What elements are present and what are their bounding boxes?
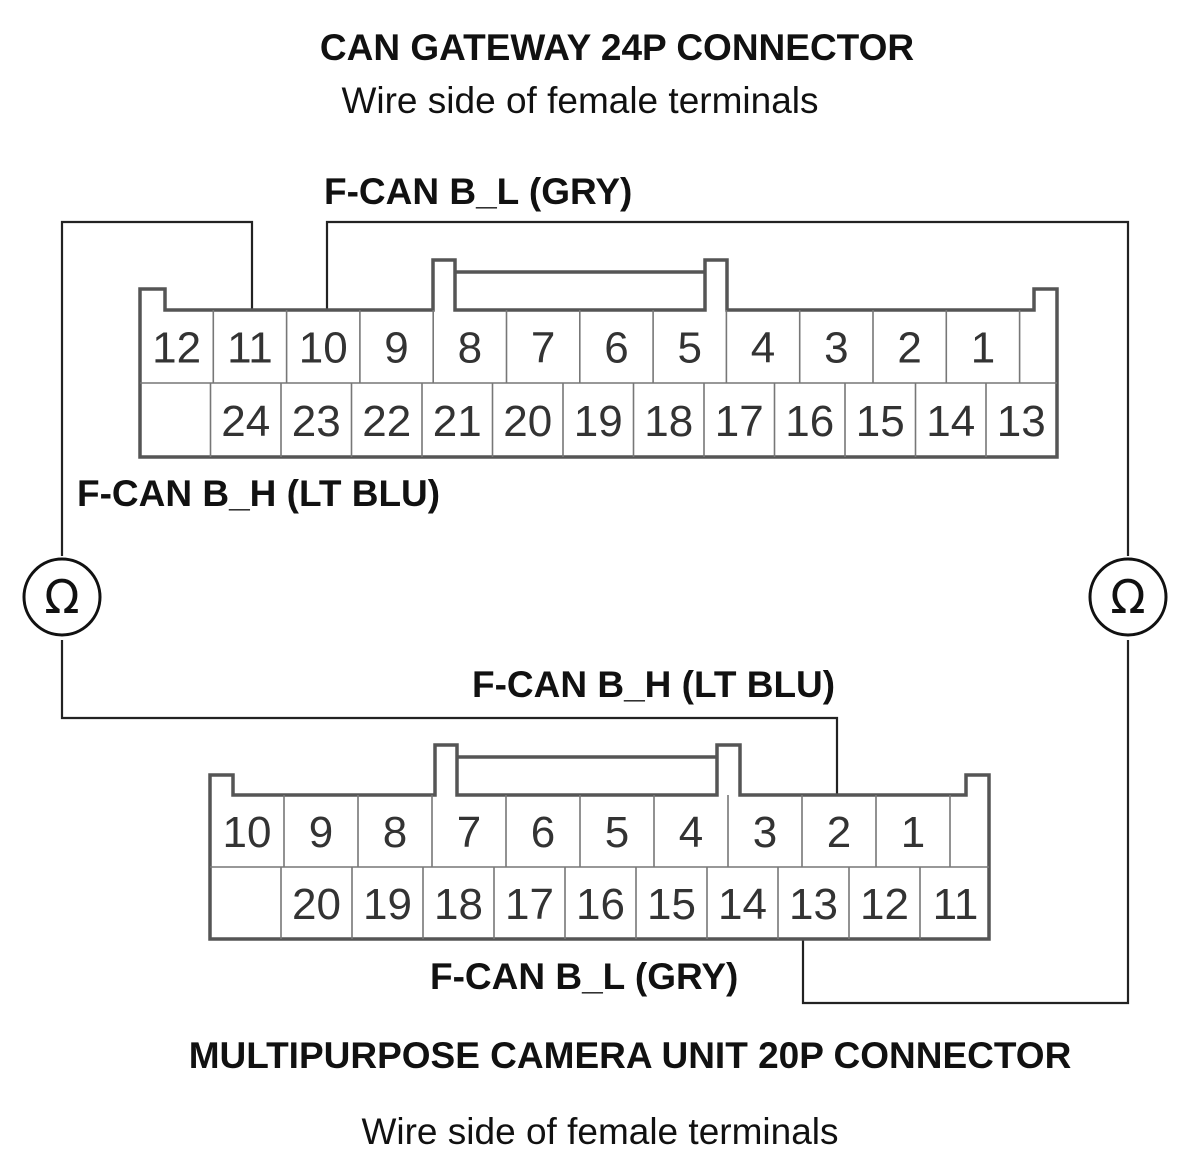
terminal-number: 15 xyxy=(856,397,905,446)
gateway-connector-body xyxy=(138,258,1059,459)
terminal-number: 6 xyxy=(604,324,628,373)
camera-connector-body xyxy=(208,743,991,941)
terminal-number: 10 xyxy=(223,808,272,857)
terminal-number: 9 xyxy=(384,324,408,373)
terminal-number: 11 xyxy=(227,324,273,373)
gateway-can-high-label: F-CAN B_H (LT BLU) xyxy=(77,473,440,514)
terminal-number: 7 xyxy=(531,324,555,373)
terminal-number: 14 xyxy=(926,397,975,446)
right-ohmmeter: Ω xyxy=(1088,557,1168,637)
terminal-number: 12 xyxy=(152,324,201,373)
camera-title: MULTIPURPOSE CAMERA UNIT 20P CONNECTOR xyxy=(189,1035,1072,1076)
terminal-number: 4 xyxy=(679,808,703,857)
camera-subtitle: Wire side of female terminals xyxy=(361,1111,838,1152)
terminal-number: 19 xyxy=(574,397,623,446)
ohm-icon: Ω xyxy=(1110,570,1145,624)
wire-gateway-pin10-to-right-meter xyxy=(325,220,1130,556)
terminal-number: 5 xyxy=(678,324,702,373)
terminal-number: 9 xyxy=(309,808,333,857)
terminal-number: 1 xyxy=(901,808,925,857)
terminal-number: 18 xyxy=(644,397,693,446)
terminal-number: 14 xyxy=(718,880,767,929)
gateway-subtitle: Wire side of female terminals xyxy=(341,80,818,121)
terminal-number: 15 xyxy=(647,880,696,929)
terminal-number: 1 xyxy=(971,324,995,373)
terminal-number: 20 xyxy=(503,397,552,446)
terminal-number: 6 xyxy=(531,808,555,857)
terminal-number: 20 xyxy=(292,880,341,929)
gateway-title: CAN GATEWAY 24P CONNECTOR xyxy=(320,27,914,68)
terminal-number: 17 xyxy=(505,880,554,929)
terminal-number: 11 xyxy=(933,880,979,929)
terminal-number: 2 xyxy=(827,808,851,857)
terminal-number: 8 xyxy=(458,324,482,373)
terminal-number: 10 xyxy=(299,324,348,373)
terminal-number: 22 xyxy=(362,397,411,446)
terminal-number: 19 xyxy=(363,880,412,929)
terminal-number: 24 xyxy=(221,397,270,446)
terminal-number: 16 xyxy=(576,880,625,929)
wire-gateway-pin11-to-left-meter xyxy=(60,220,254,556)
terminal-number: 16 xyxy=(785,397,834,446)
terminal-number: 3 xyxy=(824,324,848,373)
terminal-number: 12 xyxy=(860,880,909,929)
camera-can-low-label: F-CAN B_L (GRY) xyxy=(430,956,738,997)
camera-can-high-label: F-CAN B_H (LT BLU) xyxy=(472,664,835,705)
terminal-number: 18 xyxy=(434,880,483,929)
terminal-number: 2 xyxy=(897,324,921,373)
terminal-number: 23 xyxy=(292,397,341,446)
left-ohmmeter-circle xyxy=(22,557,102,637)
gateway-can-low-label: F-CAN B_L (GRY) xyxy=(324,171,632,212)
terminal-number: 8 xyxy=(383,808,407,857)
camera-top-row: 10 9 8 7 6 5 4 3 2 1 xyxy=(223,795,951,867)
terminal-number: 7 xyxy=(457,808,481,857)
terminal-number: 13 xyxy=(789,880,838,929)
wire-right-meter-to-camera-pin13 xyxy=(801,640,1130,1005)
terminal-number: 13 xyxy=(997,397,1046,446)
wire-left-meter-to-camera-pin2 xyxy=(60,640,839,795)
ohm-icon: Ω xyxy=(44,570,79,624)
terminal-number: 3 xyxy=(753,808,777,857)
terminal-number: 21 xyxy=(433,397,482,446)
gateway-bottom-row: 24 23 22 21 20 19 18 17 16 15 14 13 xyxy=(209,383,1046,457)
terminal-number: 5 xyxy=(605,808,629,857)
right-ohmmeter-circle xyxy=(1088,557,1168,637)
camera-bottom-row: 20 19 18 17 16 15 14 13 12 11 xyxy=(280,867,979,939)
left-ohmmeter: Ω xyxy=(22,557,102,637)
terminal-number: 17 xyxy=(715,397,764,446)
terminal-number: 4 xyxy=(751,324,775,373)
